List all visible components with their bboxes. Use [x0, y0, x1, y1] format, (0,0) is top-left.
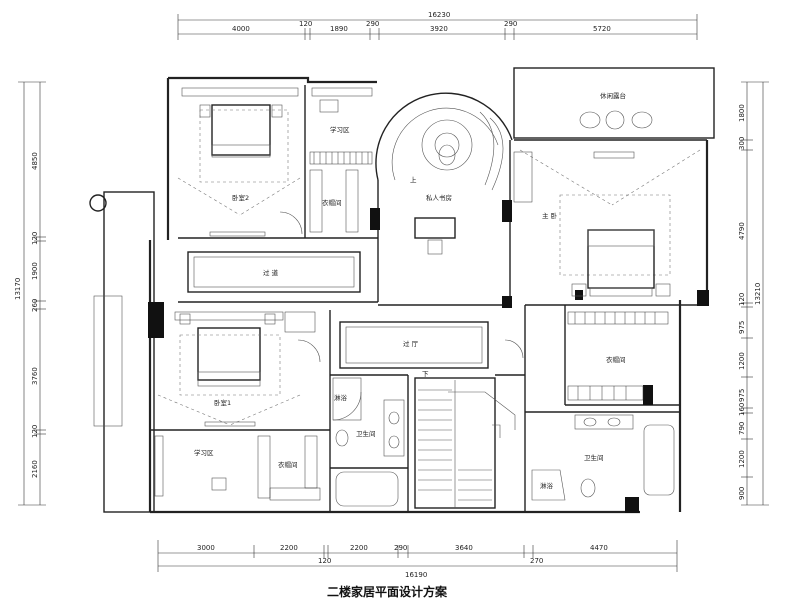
terrace-furniture: [579, 110, 653, 130]
bathroom-right-fixtures: [504, 339, 675, 501]
dim-bottom-seg: 120: [318, 557, 331, 565]
room-label-bedroom2: 卧室2: [232, 193, 249, 202]
wardrobe-top-hatch: [309, 151, 373, 233]
dim-bottom-overall: 16190: [405, 571, 427, 579]
straight-stair: [414, 377, 516, 509]
corridor-top-panel: [187, 251, 361, 293]
room-label-wardrobe-top: 衣帽间: [322, 198, 342, 207]
dim-bottom-seg: 4470: [590, 544, 608, 552]
bedroom2-furniture: [177, 87, 303, 237]
dim-top-seg: 4000: [232, 25, 250, 33]
dim-top-seg: 3920: [430, 25, 448, 33]
dim-left-seg: 120: [31, 232, 39, 245]
dim-right-seg: 975: [738, 389, 746, 402]
desk: [414, 217, 456, 239]
dim-right-seg: 160: [738, 403, 746, 416]
dim-bottom-seg: 3000: [197, 544, 215, 552]
dim-bottom-seg: 2200: [350, 544, 368, 552]
dim-bottom-seg: 3640: [455, 544, 473, 552]
wardrobe-right-hatch: [567, 311, 669, 401]
dim-top-seg: 290: [366, 20, 379, 28]
dim-right-overall: 13210: [754, 283, 762, 305]
room-label-master-bedroom: 主 卧: [542, 211, 558, 220]
room-label-wardrobe-bottom: 衣帽间: [278, 460, 298, 469]
dim-right-seg: 1800: [738, 104, 746, 122]
master-bedroom-furniture: [513, 149, 701, 297]
bedroom1-furniture: [157, 311, 321, 427]
dim-left-overall: 13170: [14, 278, 22, 300]
study-bottom-furniture: [154, 435, 321, 501]
room-label-bedroom1: 卧室1: [214, 398, 231, 407]
room-label-bathroom-right: 卫生间: [584, 453, 604, 462]
room-label-wardrobe-right: 衣帽间: [606, 355, 626, 364]
dim-right-seg: 790: [738, 422, 746, 435]
dim-right-seg: 120: [738, 293, 746, 306]
stair-down-label: 下: [422, 370, 429, 378]
room-label-study-bottom: 学习区: [194, 448, 214, 457]
dim-bottom-seg: 270: [530, 557, 543, 565]
hall-panel: [339, 321, 489, 369]
room-label-shower-right: 淋浴: [540, 481, 554, 490]
stair-up-label: 上: [410, 175, 417, 184]
room-label-hall: 过 厅: [403, 339, 419, 348]
dim-left-seg: 3760: [31, 367, 39, 385]
dim-right-seg: 300: [738, 137, 746, 150]
plan-title: 二楼家居平面设计方案: [327, 584, 448, 599]
dim-top-overall: 16230: [428, 11, 450, 19]
dim-right-seg: 1200: [738, 352, 746, 370]
chair: [427, 239, 443, 255]
columns: [148, 200, 709, 513]
dim-bottom-seg: 290: [394, 544, 407, 552]
dim-left-seg: 1900: [31, 262, 39, 280]
dim-right-seg: 975: [738, 321, 746, 334]
bathroom-mid-fixtures: [332, 377, 405, 507]
spiral-stair: [375, 92, 513, 191]
dim-right-seg: 900: [738, 487, 746, 500]
dim-top-seg: 1890: [330, 25, 348, 33]
dim-top-seg: 290: [504, 20, 517, 28]
dim-left-seg: 2160: [31, 460, 39, 478]
dim-right-seg: 1200: [738, 450, 746, 468]
room-label-leisure-terrace: 休闲露台: [600, 91, 626, 100]
dim-left-seg: 4850: [31, 152, 39, 170]
dim-left-seg: 120: [31, 425, 39, 438]
dim-right-seg: 4790: [738, 222, 746, 240]
dim-top-seg: 5720: [593, 25, 611, 33]
room-label-private-study: 私人书房: [426, 193, 452, 202]
dim-left-seg: 260: [31, 299, 39, 312]
dim-bottom-seg: 2200: [280, 544, 298, 552]
study-top-furniture: [311, 87, 373, 113]
dimension-lines: [18, 14, 769, 572]
dim-top-seg: 120: [299, 20, 312, 28]
room-label-shower-mid: 淋浴: [334, 393, 348, 402]
room-label-study-top: 学习区: [330, 125, 350, 134]
room-label-bathroom-mid: 卫生间: [356, 429, 376, 438]
room-label-corridor-top: 过 道: [263, 268, 279, 277]
outer-walls: [89, 67, 715, 514]
